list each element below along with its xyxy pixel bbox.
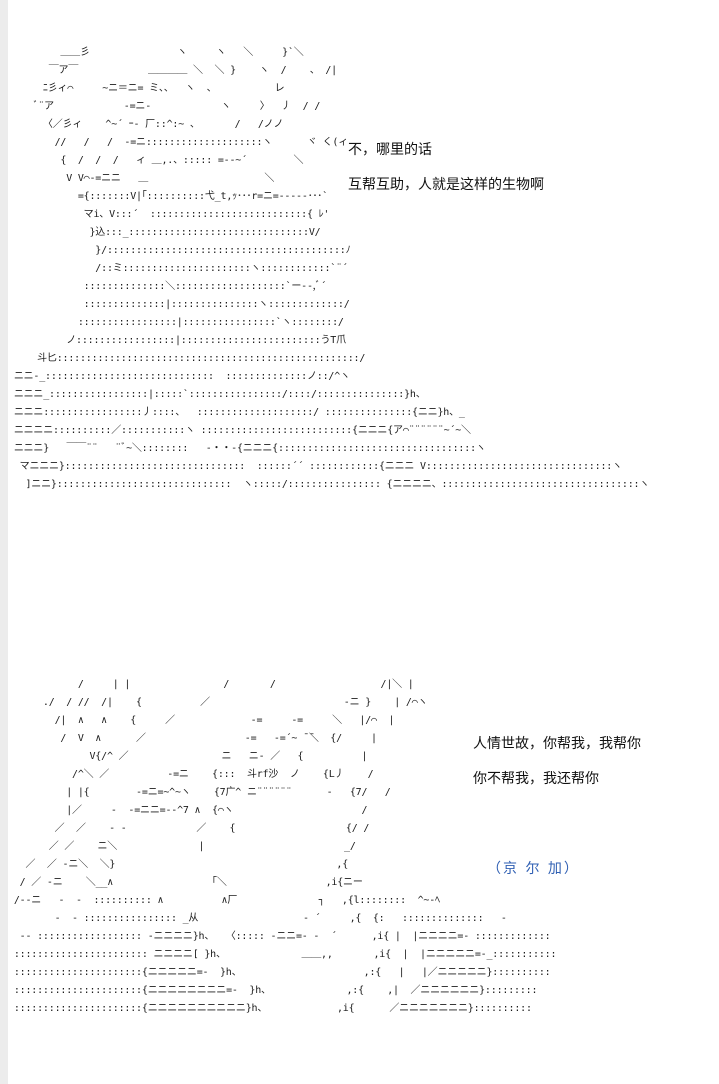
dialogue-line-3: 人情世故，你帮我，我帮你 [473,736,641,752]
dialogue-line-4: 你不帮我，我还帮你 [473,771,599,787]
speaker-label: （京 尔 加） [487,861,580,877]
dialogue-line-2: 互帮互助，人就是这样的生物啊 [348,177,544,193]
ascii-art-panel-1: ＿＿彡 ヽ ヽ ＼ }`＼ ￣ア￣ ＿＿＿＿ ＼ ＼ } ヽ / 、 /| ﾆ彡… [13,47,650,490]
ascii-art-panel-2: / | | / / /|＼ | ./ / // /| { ／ -ニ } | /⌒… [13,679,557,1014]
page: ＿＿彡 ヽ ヽ ＼ }`＼ ￣ア￣ ＿＿＿＿ ＼ ＼ } ヽ / 、 /| ﾆ彡… [8,0,719,1084]
dialogue-line-1: 不，哪里的话 [348,142,432,158]
